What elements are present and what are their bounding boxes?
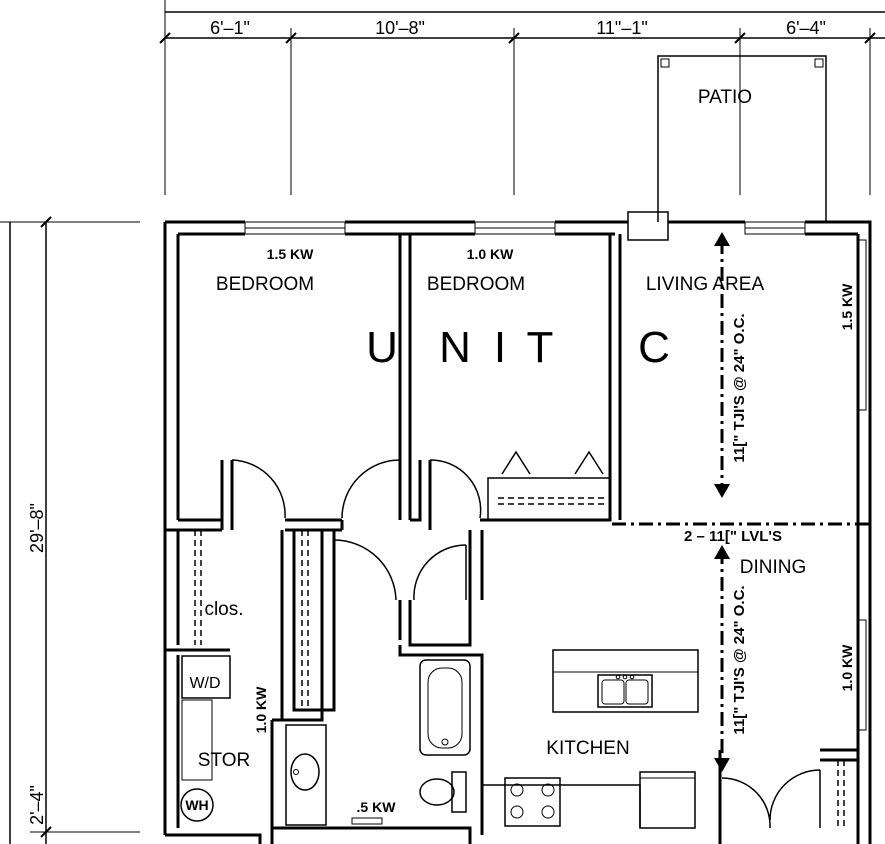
- kitchen-fixtures: [482, 649, 699, 829]
- bath-fixtures: [285, 659, 471, 826]
- unit-letter-u: U: [366, 323, 398, 372]
- heater-label-bath: .5 KW: [357, 799, 397, 815]
- dim-top-2: 10'–8": [375, 18, 425, 38]
- room-label-living-area: LIVING AREA: [646, 274, 765, 295]
- closet-bifold-doors: [194, 450, 845, 828]
- unit-letter-i: I: [494, 323, 506, 372]
- dim-top-1: 6'–1": [210, 18, 250, 38]
- room-label-kitchen: KITCHEN: [546, 738, 629, 759]
- dim-top-4: 6'–4": [786, 18, 826, 38]
- heater-label-bedroom-2: 1.0 KW: [467, 246, 514, 262]
- exterior-walls: [163, 220, 872, 844]
- unit-letter-c: C: [638, 323, 670, 372]
- structural-lines: [612, 232, 870, 772]
- room-label-bedroom-2: BEDROOM: [427, 274, 525, 295]
- dim-left-overall: 29'–8": [27, 503, 47, 553]
- windows: [244, 221, 867, 731]
- label-washer-dryer: W/D: [189, 675, 220, 692]
- unit-letter-n: N: [439, 323, 471, 372]
- heater-label-bedroom-1: 1.5 KW: [267, 246, 314, 262]
- joist-note-upper: 11[" TJI'S @ 24" O.C.: [731, 313, 748, 462]
- dim-left-bottom: 2'–4": [27, 785, 47, 825]
- room-label-storage: STOR: [198, 750, 250, 771]
- patio-outline: [627, 55, 827, 241]
- heater-label-dining: 1.0 KW: [839, 644, 855, 691]
- top-dimension-string: [159, 0, 885, 195]
- beam-note: 2 – 11[" LVL'S: [684, 528, 782, 545]
- laundry-storage-fixtures: [180, 655, 231, 822]
- dim-top-3: 11"–1": [596, 18, 648, 38]
- left-dimension-string: [0, 216, 140, 844]
- joist-note-lower: 11[" TJI'S @ 24" O.C.: [731, 585, 748, 734]
- door-swings: [231, 459, 821, 829]
- room-label-closet: clos.: [204, 599, 243, 620]
- room-label-dining: DINING: [740, 557, 807, 578]
- label-water-heater: WH: [185, 797, 208, 813]
- room-label-patio: PATIO: [698, 87, 752, 108]
- heater-label-living-area: 1.5 KW: [839, 283, 855, 330]
- room-label-bedroom-1: BEDROOM: [216, 274, 314, 295]
- heater-label-storage: 1.0 KW: [253, 686, 269, 733]
- unit-letter-t: T: [527, 323, 554, 372]
